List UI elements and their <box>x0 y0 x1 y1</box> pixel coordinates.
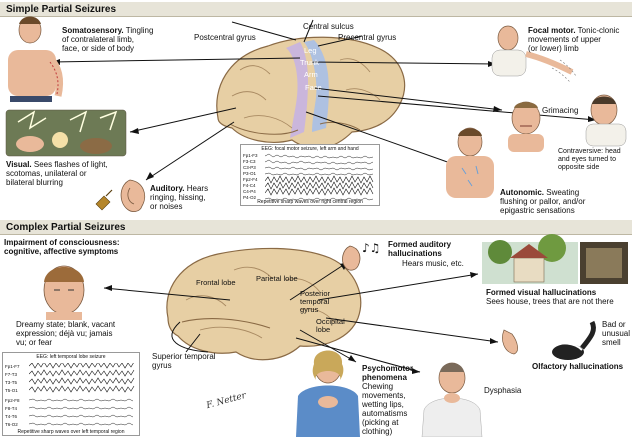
olfactory-figure <box>502 322 593 360</box>
eeg-lead: T5-O1 <box>5 388 18 393</box>
eeg-title: EEG: left temporal lobe seizure <box>3 354 139 360</box>
eeg-caption: Repetitive sharp waves over right centra… <box>241 199 379 205</box>
label-precentral-gyrus: Precentral gyrus <box>338 33 396 42</box>
music-ear-figure: ♪♫ <box>343 241 381 270</box>
label-frontal-lobe: Frontal lobe <box>196 278 236 287</box>
visual-hallucinations-title: Formed visual hallucinations <box>486 288 596 297</box>
eeg-lead: P3-O1 <box>243 171 256 176</box>
eeg-caption: Repetitive sharp waves over left tempora… <box>3 429 139 435</box>
region-leg: Leg <box>304 46 317 55</box>
eeg-traces <box>29 363 137 429</box>
autonomic-figure <box>446 128 494 198</box>
olfactory-label: Olfactory hallucinations <box>532 362 623 371</box>
eeg-lead: F4-C4 <box>243 183 256 188</box>
eeg-lead: T6-O2 <box>5 422 18 427</box>
impairment-label: Impairment of consciousness:cognitive, a… <box>4 238 174 256</box>
eeg-lead: Fp2-F8 <box>5 398 20 403</box>
dreamy-face-figure <box>44 266 84 320</box>
grimacing-label: Grimacing <box>542 106 578 115</box>
dysphasia-label: Dysphasia <box>484 386 521 395</box>
region-arm: Arm <box>304 70 318 79</box>
eeg-focal-motor: EEG: focal motor seizure, left arm and h… <box>240 144 380 206</box>
grimacing-figure <box>508 102 544 152</box>
somatosensory-figure <box>8 17 60 103</box>
visual-label: Visual. Sees flashes of light,scotomas, … <box>6 160 130 187</box>
eeg-title: EEG: focal motor seizure, left arm and h… <box>241 146 379 152</box>
eeg-lead: F8-T4 <box>5 406 17 411</box>
eeg-lead: Fp2-F4 <box>243 177 258 182</box>
eeg-traces <box>265 153 377 201</box>
eeg-lead: Fp1-F3 <box>243 153 258 158</box>
region-trunk: Trunk <box>300 58 319 67</box>
region-face: Face <box>305 83 322 92</box>
eeg-lead: T3-T5 <box>5 380 17 385</box>
eeg-lead: F3-C3 <box>243 159 256 164</box>
label-central-sulcus: Central sulcus <box>303 22 354 31</box>
house-trees-figure <box>482 234 628 284</box>
label-parietal-lobe: Parietal lobe <box>256 274 298 283</box>
visual-figure <box>6 110 126 156</box>
eeg-lead: C4-P4 <box>243 189 256 194</box>
label-postcentral-gyrus: Postcentral gyrus <box>194 33 256 42</box>
eeg-lead: T4-T6 <box>5 414 17 419</box>
eeg-lead: F7-T3 <box>5 372 17 377</box>
eeg-temporal-lobe: EEG: left temporal lobe seizure Fp1-F7 F… <box>2 352 140 436</box>
brain-bottom-illustration <box>167 248 361 359</box>
psychomotor-figure <box>296 351 360 437</box>
auditory-hallucinations-text: Hears music, etc. <box>402 259 464 268</box>
visual-hallucinations-text: Sees house, trees that are not there <box>486 297 614 306</box>
eeg-lead: C3-P3 <box>243 165 256 170</box>
eeg-lead: Fp1-F7 <box>5 364 20 369</box>
svg-text:♪♫: ♪♫ <box>362 241 380 255</box>
